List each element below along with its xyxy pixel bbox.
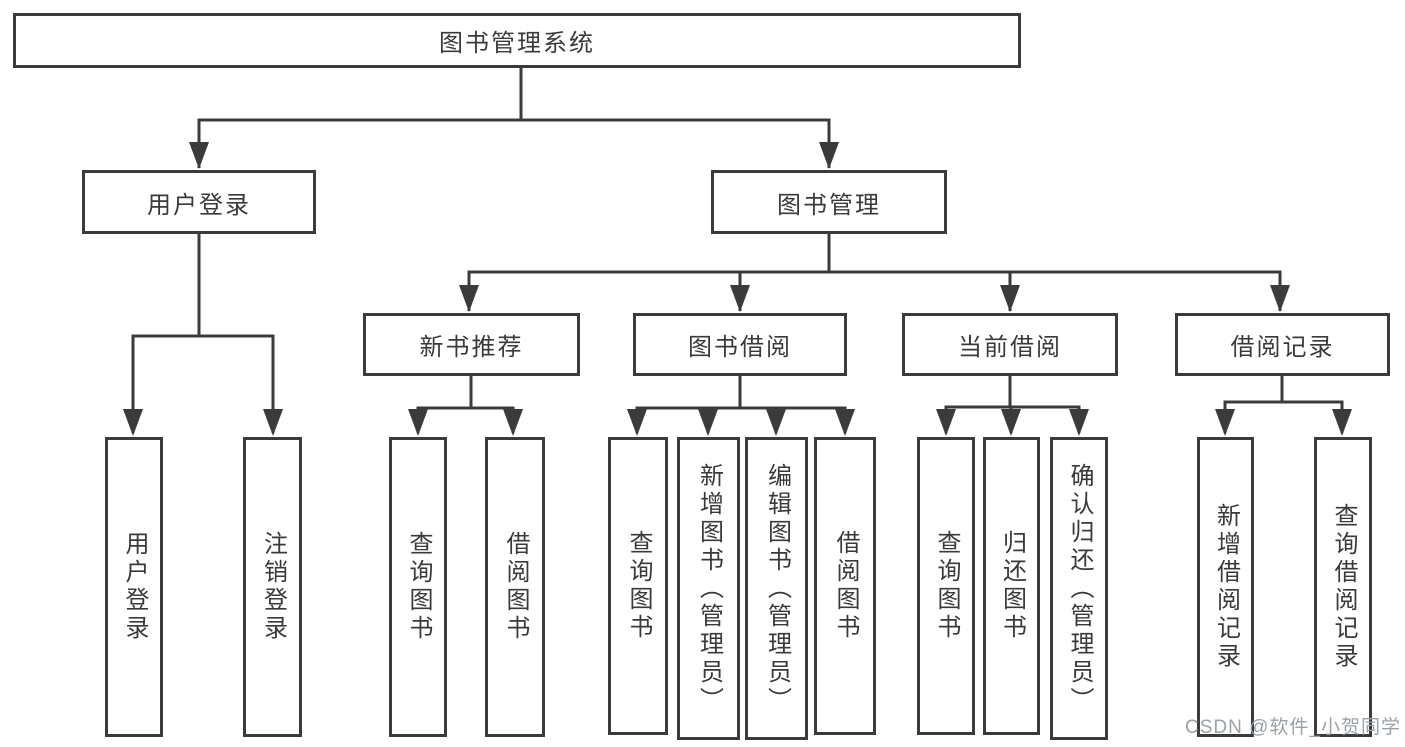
leaf-query-book: 查询图书 bbox=[917, 437, 975, 735]
node-new-book-recommend: 新书推荐 bbox=[363, 313, 580, 376]
leaf-label: 查询图书 bbox=[933, 530, 960, 642]
arrowhead bbox=[730, 285, 750, 312]
arrowhead bbox=[459, 285, 479, 312]
leaf-logout: 注销登录 bbox=[243, 437, 302, 737]
connector-root-rail bbox=[197, 118, 831, 168]
leaf-label: 用户登录 bbox=[121, 531, 148, 643]
arrowhead bbox=[766, 409, 786, 436]
arrowhead bbox=[835, 409, 855, 436]
leaf-label: 新增借阅记录 bbox=[1212, 503, 1240, 671]
leaf-query-book: 查询图书 bbox=[608, 437, 668, 735]
leaf-label: 新增图书（管理员） bbox=[695, 462, 723, 715]
node-book-management: 图书管理 bbox=[711, 170, 947, 234]
leaf-label: 借阅图书 bbox=[502, 531, 529, 643]
arrowhead bbox=[1000, 285, 1020, 312]
node-current-borrow: 当前借阅 bbox=[902, 313, 1118, 376]
arrowhead bbox=[936, 409, 956, 436]
node-root-system: 图书管理系统 bbox=[13, 13, 1021, 68]
leaf-label: 借阅图书 bbox=[832, 530, 859, 642]
leaf-borrow-book: 借阅图书 bbox=[485, 437, 545, 737]
arrowhead bbox=[1001, 409, 1021, 436]
arrowhead bbox=[1215, 409, 1235, 436]
leaf-confirm-return-admin: 确认归还（管理员） bbox=[1050, 437, 1108, 740]
arrowhead bbox=[819, 142, 839, 169]
leaf-label: 查询借阅记录 bbox=[1330, 503, 1357, 671]
connector-g0-rail bbox=[416, 406, 515, 433]
arrowhead bbox=[627, 409, 647, 436]
leaf-label: 归还图书 bbox=[998, 530, 1026, 642]
arrowheads bbox=[123, 142, 1352, 436]
leaf-user-login: 用户登录 bbox=[105, 437, 163, 737]
leaf-edit-book-admin: 编辑图书（管理员） bbox=[745, 437, 808, 740]
node-book-borrow: 图书借阅 bbox=[633, 313, 847, 376]
node-borrow-record: 借阅记录 bbox=[1175, 313, 1390, 376]
leaf-return-book: 归还图书 bbox=[983, 437, 1040, 735]
arrowhead bbox=[698, 409, 718, 436]
leaf-label: 查询图书 bbox=[625, 530, 652, 642]
connector-g3-rail bbox=[1223, 400, 1344, 433]
leaf-label: 确认归还（管理员） bbox=[1066, 462, 1093, 715]
arrowhead bbox=[263, 409, 283, 436]
csdn-watermark: CSDN @软件_小贺同学 bbox=[1185, 717, 1401, 738]
arrowhead bbox=[1270, 285, 1290, 312]
arrowhead bbox=[1332, 409, 1352, 436]
connector-login-rail bbox=[131, 334, 275, 433]
connector-lines bbox=[131, 66, 1344, 433]
arrowhead bbox=[123, 409, 143, 436]
connector-g1-rail bbox=[635, 406, 847, 433]
arrowhead bbox=[189, 142, 209, 169]
connector-mgmt-rail bbox=[467, 270, 1282, 311]
arrowhead bbox=[408, 409, 428, 436]
node-user-login: 用户登录 bbox=[82, 170, 316, 234]
leaf-query-book: 查询图书 bbox=[389, 437, 447, 737]
arrowhead bbox=[503, 409, 523, 436]
leaf-label: 注销登录 bbox=[259, 531, 287, 643]
leaf-borrow-book: 借阅图书 bbox=[814, 437, 876, 735]
leaf-add-book-admin: 新增图书（管理员） bbox=[677, 437, 740, 740]
arrowhead bbox=[1069, 409, 1089, 436]
leaf-query-borrow-record: 查询借阅记录 bbox=[1314, 437, 1372, 737]
leaf-label: 编辑图书（管理员） bbox=[763, 462, 791, 715]
leaf-add-borrow-record: 新增借阅记录 bbox=[1197, 437, 1254, 737]
leaf-label: 查询图书 bbox=[405, 531, 432, 643]
